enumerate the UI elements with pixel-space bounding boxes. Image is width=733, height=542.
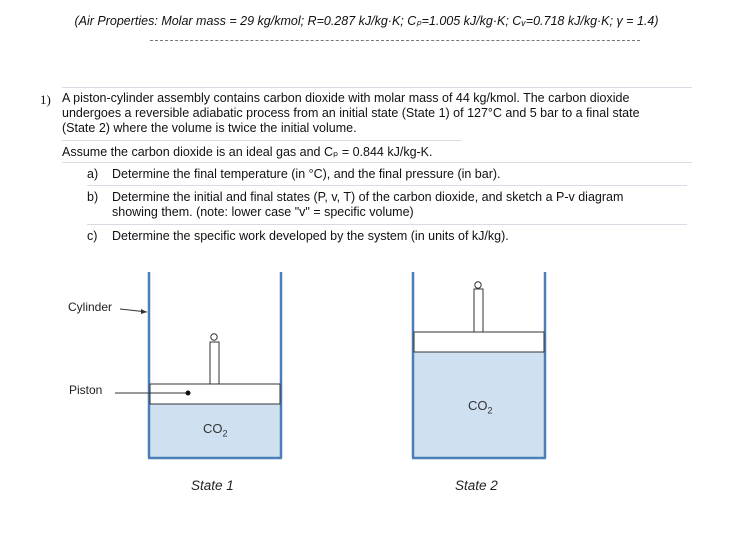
state1-piston [149,383,281,405]
problem-line-2: undergoes a reversible adiabatic process… [62,106,640,120]
problem-line-1: A piston-cylinder assembly contains carb… [62,91,630,105]
piston-leader-dot [185,390,191,396]
state2-label: State 2 [455,478,498,493]
part-c-text: Determine the specific work developed by… [112,229,509,243]
state2-piston [413,331,545,353]
state1-gas-label: CO2 [203,421,228,439]
state1-gas-region [150,404,280,457]
problem-number: 1) [40,92,51,107]
state1-rod-pin [210,333,218,341]
faint-rule [62,162,692,163]
assumption-line: Assume the carbon dioxide is an ideal ga… [62,145,433,159]
state1-piston-rod [209,341,220,385]
part-c-letter: c) [87,229,98,243]
part-b-text-2: showing them. (note: lower case "v" = sp… [112,205,414,219]
faint-rule [62,87,692,88]
part-b-text-1: Determine the initial and final states (… [112,190,624,204]
state1-label: State 1 [191,478,234,493]
faint-rule [87,224,687,225]
state2-piston-rod [473,288,484,333]
state2-gas-label: CO2 [468,398,493,416]
problem-line-3: (State 2) where the volume is twice the … [62,121,357,135]
faint-rule [87,185,687,186]
part-a-letter: a) [87,167,99,181]
piston-label: Piston [69,383,103,397]
air-properties-line: (Air Properties: Molar mass = 29 kg/kmol… [74,14,659,28]
faint-rule [62,140,462,141]
part-b-letter: b) [87,190,99,204]
dashed-divider [150,40,640,41]
cylinder-arrowhead [141,309,147,314]
state2-gas-region [414,352,544,457]
state2-rod-pin [474,281,482,289]
cylinder-label: Cylinder [68,300,113,314]
part-a-text: Determine the final temperature (in °C),… [112,167,501,181]
